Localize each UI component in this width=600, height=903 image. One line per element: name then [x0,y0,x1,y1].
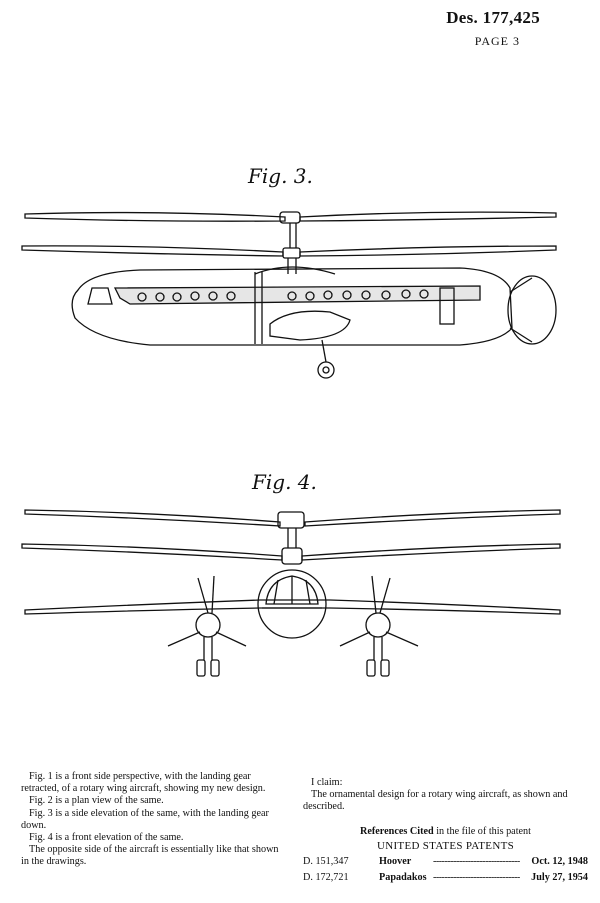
landing-gear-wheel [317,361,335,379]
rotor-pylon [254,266,336,275]
claim-text: The ornamental design for a rotary wing … [303,789,568,813]
cockpit-window [87,287,113,305]
rear-door [439,287,455,325]
lower-rotor-right-blade [301,543,561,561]
gear-sponson [269,310,351,341]
left-engine-nacelle [195,612,221,638]
reference-date: Oct. 12, 1948 [531,856,588,868]
right-propeller-blade-1 [371,575,377,614]
reference-number: D. 151,347 [303,856,349,868]
document-number: Des. 177,425 [446,8,540,27]
references-title: References Cited in the file of this pat… [303,826,588,838]
fuselage-front [257,569,327,639]
description-column: Fig. 1 is a front side perspective, with… [21,771,284,869]
description-paragraph: Fig. 4 is a front elevation of the same. [29,832,184,844]
right-gear-wheel [366,659,376,677]
upper-rotor-left-blade [24,211,286,222]
description-paragraph: The opposite side of the aircraft is ess… [21,844,279,868]
lower-rotor-hub [281,547,303,565]
description-paragraph: Fig. 1 is a front side perspective, with… [21,771,266,795]
lower-rotor-right-blade [299,245,557,257]
upper-rotor-right-blade [304,509,561,527]
claim-and-references-column: I claim: The ornamental design for a rot… [303,777,588,884]
fuselage-stripe [113,285,481,305]
fig3-label: Fig. 3. [248,164,313,188]
left-propeller-blade-1 [197,577,209,614]
references-title-bold: References Cited [360,825,434,837]
lower-rotor-left-blade [21,245,284,257]
upper-rotor-hub [277,511,305,529]
references-subtitle: UNITED STATES PATENTS [376,839,515,852]
upper-rotor-right-blade [299,211,557,222]
reference-name: Papadakos [379,872,427,884]
claim-heading: I claim: [311,777,343,788]
fig4-label: Fig. 4. [252,470,317,494]
reference-number: D. 172,721 [303,872,349,884]
landing-gear-strut [321,339,327,363]
reference-leader: ------------------------------ [433,856,520,868]
left-gear-wheel [196,659,206,677]
left-propeller-blade-2 [167,631,201,647]
fig4-front-elevation-drawing [21,509,561,677]
cabin-windows [137,289,429,302]
reference-leader: ------------------------------ [433,872,520,884]
page-number: PAGE 3 [474,34,520,48]
references-title-rest: in the file of this patent [433,825,531,837]
upper-rotor-left-blade [24,509,281,527]
reference-date: July 27, 1954 [531,872,588,884]
reference-row: D. 172,721 Papadakos -------------------… [303,872,588,884]
main-wing [24,599,561,615]
right-propeller-blade-2 [339,631,371,647]
right-engine-nacelle [365,612,391,638]
reference-name: Hoover [379,856,412,868]
description-paragraph: Fig. 3 is a side elevation of the same, … [21,807,269,831]
fig3-side-elevation-drawing [21,211,557,379]
description-paragraph: Fig. 2 is a plan view of the same. [29,795,164,807]
tail-pod [507,275,557,345]
header: Des. 177,425 PAGE 3 [446,8,540,49]
lower-rotor-hub [282,247,301,259]
lower-rotor-left-blade [21,543,283,561]
fuselage-outline [71,267,513,346]
reference-row: D. 151,347 Hoover ----------------------… [303,856,588,868]
